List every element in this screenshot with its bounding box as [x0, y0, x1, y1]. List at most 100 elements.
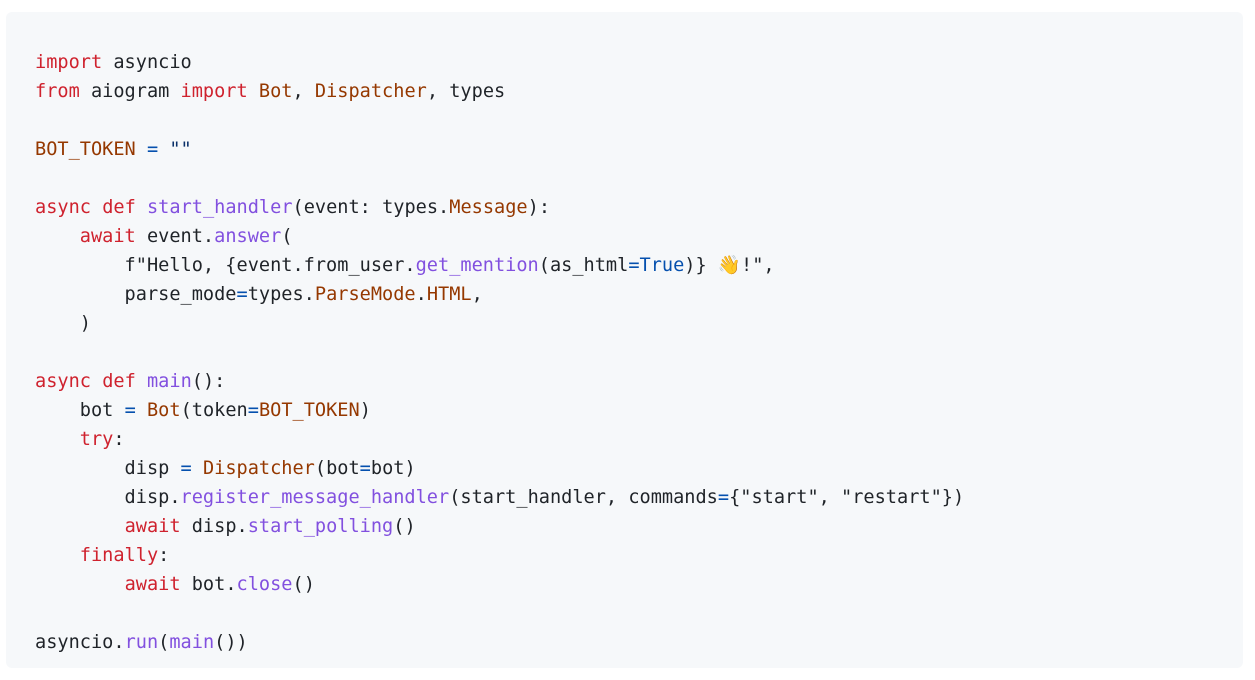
code-token: asyncio [102, 52, 192, 73]
code-token [136, 371, 147, 392]
code-token: disp. [180, 516, 248, 537]
code-token: import [180, 81, 248, 102]
code-token: . [415, 284, 427, 305]
code-line [35, 164, 1243, 193]
code-token: bot. [180, 574, 237, 595]
code-token: async [35, 371, 91, 392]
code-token: , [471, 284, 483, 305]
code-token [248, 81, 259, 102]
code-token: = [359, 458, 371, 479]
code-token: answer [214, 226, 282, 247]
code-token: (event: types. [292, 197, 450, 218]
code-token [35, 429, 80, 450]
code-token: BOT_TOKEN [258, 400, 360, 421]
code-token: main [146, 371, 192, 392]
code-token: Bot [258, 81, 293, 102]
code-token [158, 139, 169, 160]
code-token: Message [449, 197, 528, 218]
code-token: , [292, 81, 315, 102]
code-token: ParseMode [314, 284, 416, 305]
code-token: disp. [35, 487, 181, 508]
code-token: Dispatcher [202, 458, 315, 479]
code-token: ) [35, 313, 91, 334]
code-line: try: [35, 425, 1243, 454]
code-token [91, 371, 102, 392]
code-line: bot = Bot(token=BOT_TOKEN) [35, 396, 1243, 425]
code-token [136, 139, 147, 160]
code-line: disp.register_message_handler(start_hand… [35, 483, 1243, 512]
code-token: finally [79, 545, 159, 566]
code-token: import [35, 52, 103, 73]
code-token: = [628, 255, 640, 276]
code-token: ( [281, 226, 293, 247]
code-token: from [35, 81, 80, 102]
code-token: , types [426, 81, 506, 102]
code-token: () [292, 574, 315, 595]
code-token: : [113, 429, 125, 450]
code-token: : [158, 545, 170, 566]
code-line: BOT_TOKEN = "" [35, 135, 1243, 164]
code-token: HTML [426, 284, 472, 305]
code-token: main [169, 632, 215, 653]
code-line: f"Hello, {event.from_user.get_mention(as… [35, 251, 1243, 280]
code-token: event. [135, 226, 215, 247]
code-line: parse_mode=types.ParseMode.HTML, [35, 280, 1243, 309]
code-token: = [146, 139, 159, 160]
code-token: = [236, 284, 248, 305]
code-token: = [717, 487, 730, 508]
code-token: aiogram [79, 81, 181, 102]
code-token: parse_mode [35, 284, 237, 305]
code-token [35, 545, 80, 566]
code-token [91, 197, 102, 218]
code-token: True [639, 255, 685, 276]
code-token: "" [169, 139, 192, 160]
code-token: ) [359, 400, 371, 421]
code-token: def [102, 197, 136, 218]
code-token: BOT_TOKEN [35, 139, 136, 160]
waving-hand-icon: 👋 [717, 255, 742, 276]
code-line [35, 599, 1243, 628]
code-token: (token [180, 400, 248, 421]
code-token: start_polling [247, 516, 394, 537]
code-token: get_mention [415, 255, 539, 276]
code-line: await disp.start_polling() [35, 512, 1243, 541]
code-token [136, 400, 147, 421]
code-token: )} [684, 255, 718, 276]
code-token: try [79, 429, 114, 450]
code-line: await event.answer( [35, 222, 1243, 251]
code-line: async def main(): [35, 367, 1243, 396]
code-token [192, 458, 203, 479]
code-line: finally: [35, 541, 1243, 570]
code-token [35, 574, 125, 595]
code-token: types. [247, 284, 315, 305]
code-token: ): [527, 197, 551, 218]
code-token: start_handler [146, 197, 293, 218]
code-token [35, 226, 80, 247]
code-token: await [124, 574, 181, 595]
code-token: (): [191, 371, 226, 392]
code-text[interactable]: import asyncio from aiogram import Bot, D… [35, 48, 1243, 657]
code-token: = [180, 458, 192, 479]
code-token: async [35, 197, 91, 218]
code-token: () [393, 516, 416, 537]
code-block: import asyncio from aiogram import Bot, D… [6, 12, 1243, 668]
code-token: await [79, 226, 136, 247]
code-token: ( [158, 632, 170, 653]
code-token: register_message_handler [180, 487, 450, 508]
code-line: ) [35, 309, 1243, 338]
code-token: def [102, 371, 136, 392]
code-line: from aiogram import Bot, Dispatcher, typ… [35, 77, 1243, 106]
code-token: run [124, 632, 159, 653]
code-token: !", [741, 255, 775, 276]
code-token: (bot [314, 458, 360, 479]
code-token: Bot [146, 400, 181, 421]
code-token: (as_html [538, 255, 629, 276]
code-line: async def start_handler(event: types.Mes… [35, 193, 1243, 222]
code-token: await [124, 516, 181, 537]
code-line [35, 338, 1243, 367]
code-token: asyncio. [35, 632, 125, 653]
code-token: Dispatcher [314, 81, 427, 102]
code-token: bot) [370, 458, 416, 479]
code-token: ()) [214, 632, 248, 653]
code-token: f"Hello, {event.from_user. [35, 255, 416, 276]
